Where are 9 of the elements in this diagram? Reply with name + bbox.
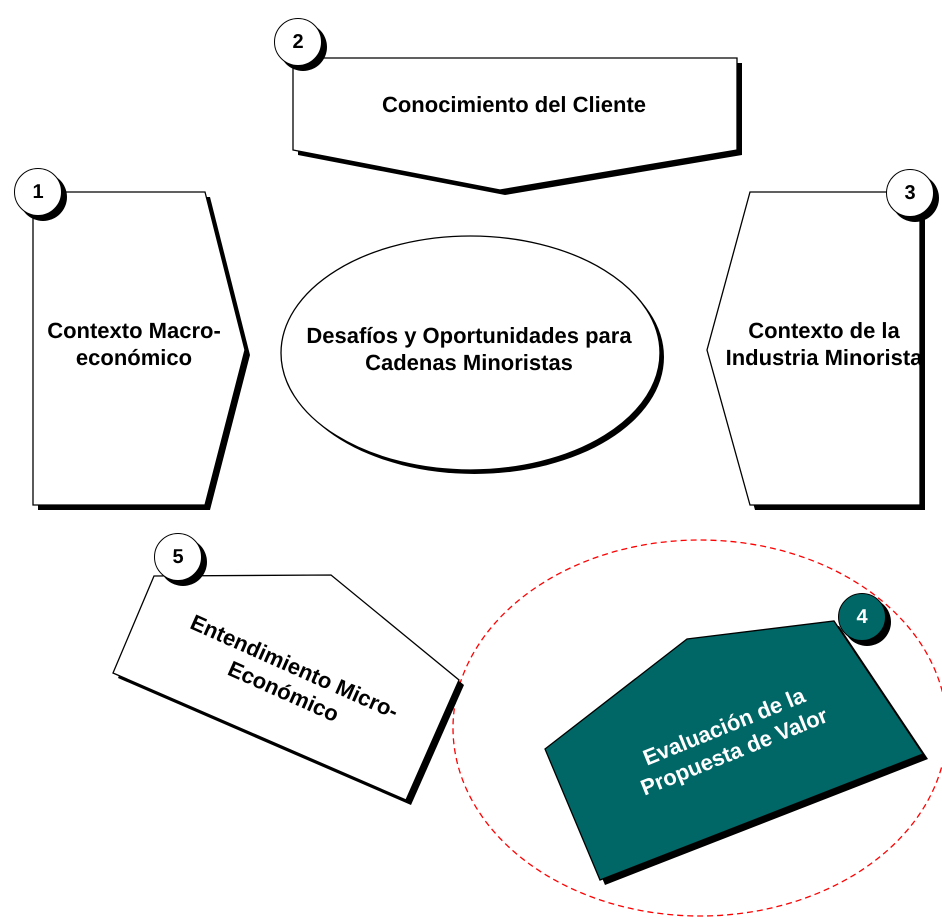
node-text: Contexto de la Industria Minorista <box>724 317 924 371</box>
node-text: Conocimiento del Cliente <box>382 90 646 118</box>
number-badge: 4 <box>838 593 886 641</box>
number-badge: 2 <box>274 18 322 66</box>
node-text: Desafíos y Oportunidades para Cadenas Minoristas <box>305 322 633 376</box>
number-badge: 3 <box>886 169 934 217</box>
node-text: Contexto Macro-económico <box>46 317 222 371</box>
number-badge: 5 <box>154 533 202 581</box>
number-badge: 1 <box>14 168 62 216</box>
